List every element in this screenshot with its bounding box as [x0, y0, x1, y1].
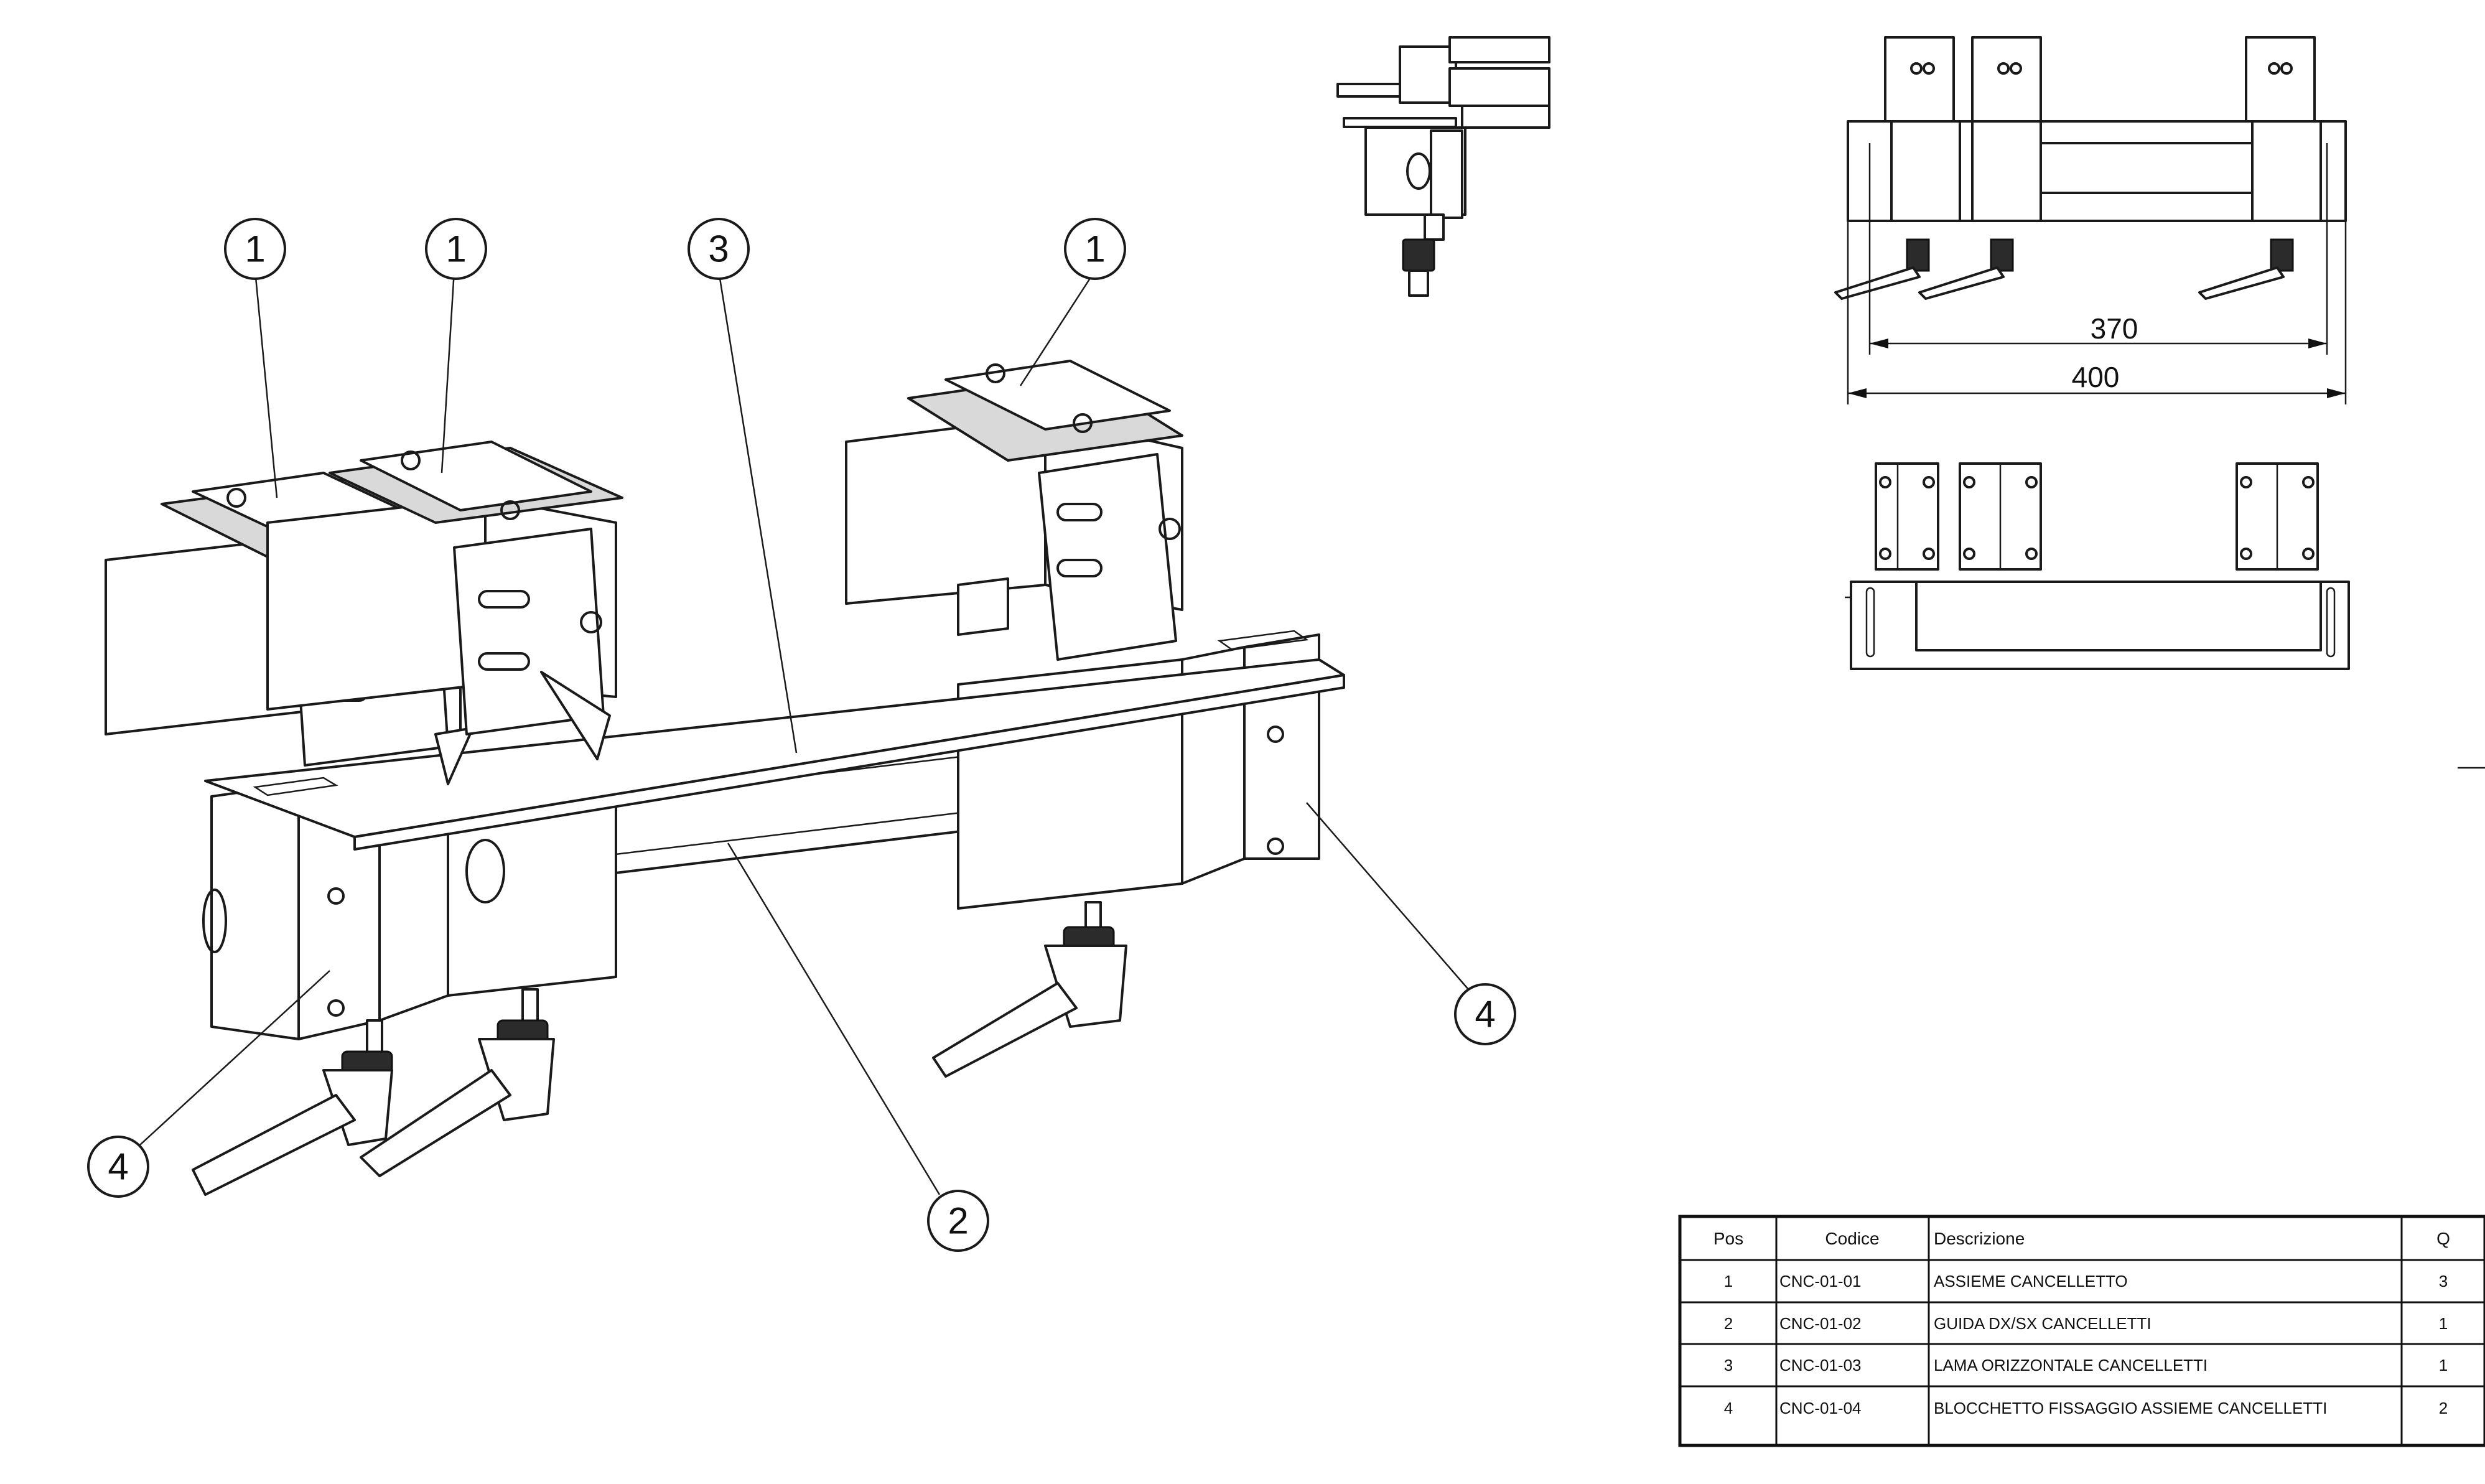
- gate-assembly-middle: [266, 441, 623, 760]
- leader-lines: [139, 270, 1469, 1195]
- svg-text:3: 3: [708, 228, 729, 270]
- svg-text:CNC-01-04: CNC-01-04: [1779, 1399, 1862, 1417]
- svg-text:BLOCCHETTO FISSAGGIO ASSIEME C: BLOCCHETTO FISSAGGIO ASSIEME CANCELLETTI: [1934, 1399, 2327, 1417]
- svg-text:2: 2: [2439, 1399, 2448, 1417]
- gate-assembly-right: [845, 360, 1183, 661]
- side-view: [1336, 36, 1550, 297]
- svg-text:GUIDA DX/SX CANCELLETTI: GUIDA DX/SX CANCELLETTI: [1934, 1314, 2152, 1333]
- balloon-part-1-left: 1: [224, 218, 286, 280]
- dimension-400: 400: [2072, 361, 2120, 393]
- bom-row: 4 CNC-01-04 BLOCCHETTO FISSAGGIO ASSIEME…: [1724, 1399, 2448, 1417]
- dimension-370: 370: [2091, 312, 2138, 345]
- bom-header-pos: Pos: [1713, 1229, 1743, 1248]
- svg-text:LAMA ORIZZONTALE CANCELLETTI: LAMA ORIZZONTALE CANCELLETTI: [1934, 1356, 2208, 1374]
- svg-text:CNC-01-03: CNC-01-03: [1779, 1356, 1862, 1374]
- isometric-assembly-view: 1 1 3 1 4 4 2: [87, 218, 1516, 1252]
- balloon-part-1-middle: 1: [425, 218, 487, 280]
- horizontal-blade-plate: [204, 630, 1345, 851]
- svg-text:ASSIEME CANCELLETTO: ASSIEME CANCELLETTO: [1934, 1272, 2128, 1290]
- svg-text:2: 2: [1724, 1314, 1733, 1333]
- balloon-part-2: 2: [927, 1190, 989, 1252]
- svg-text:CNC-01-01: CNC-01-01: [1779, 1272, 1862, 1290]
- svg-text:1: 1: [1084, 228, 1105, 270]
- bom-row: 2 CNC-01-02 GUIDA DX/SX CANCELLETTI 1: [1724, 1314, 2448, 1333]
- bom-header-desc: Descrizione: [1934, 1229, 2025, 1248]
- svg-text:3: 3: [1724, 1356, 1733, 1374]
- svg-text:1: 1: [2439, 1356, 2448, 1374]
- front-view: [1834, 36, 2347, 300]
- dimension-lines: 370 400: [1847, 205, 2347, 404]
- svg-text:4: 4: [1475, 994, 1495, 1035]
- bom-row: 1 CNC-01-01 ASSIEME CANCELLETTO 3: [1724, 1272, 2448, 1290]
- clamp-lever-middle: [360, 988, 555, 1177]
- bill-of-materials-table: Pos Codice Descrizione Q 1 CNC-01-01 ASS…: [1678, 1215, 2485, 1447]
- svg-text:1: 1: [1724, 1272, 1733, 1290]
- balloon-part-4-left: 4: [87, 1136, 149, 1198]
- balloon-part-3: 3: [688, 218, 750, 280]
- svg-text:CNC-01-02: CNC-01-02: [1779, 1314, 1862, 1333]
- top-view: [1845, 462, 2350, 670]
- svg-text:2: 2: [948, 1200, 968, 1242]
- clamp-lever-right: [932, 901, 1127, 1078]
- svg-text:1: 1: [245, 228, 265, 270]
- bom-row: 3 CNC-01-03 LAMA ORIZZONTALE CANCELLETTI…: [1724, 1356, 2448, 1374]
- bom-header-qty: Q: [2436, 1229, 2450, 1248]
- svg-text:1: 1: [445, 228, 466, 270]
- balloon-part-1-right: 1: [1064, 218, 1126, 280]
- svg-text:1: 1: [2439, 1314, 2448, 1333]
- svg-text:4: 4: [108, 1146, 128, 1188]
- clamp-lever-left: [192, 1019, 393, 1196]
- bom-header-code: Codice: [1825, 1229, 1879, 1248]
- svg-text:4: 4: [1724, 1399, 1733, 1417]
- svg-text:3: 3: [2439, 1272, 2448, 1290]
- balloon-part-4-right: 4: [1454, 983, 1516, 1045]
